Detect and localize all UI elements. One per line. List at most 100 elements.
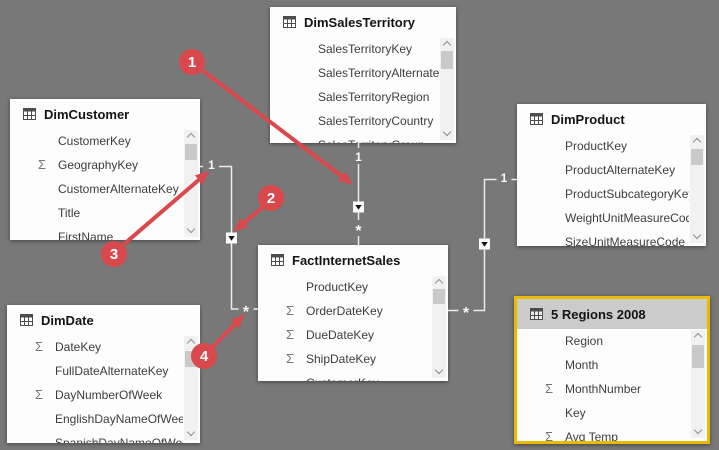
field-row[interactable]: ΣWeightUnitMeasureCode (565, 211, 689, 225)
cardinality-one-label: 1 (501, 171, 508, 185)
scroll-thumb[interactable] (441, 51, 453, 69)
field-row[interactable]: ΣProductKey (565, 139, 628, 153)
sigma-icon: Σ (286, 303, 295, 318)
table-dimsalesterritory[interactable]: DimSalesTerritory ΣSalesTerritoryKey ΣSa… (270, 7, 456, 143)
relationship-dimproduct-factinternetsales[interactable]: 1 * (448, 169, 517, 323)
scroll-thumb[interactable] (433, 289, 445, 304)
field-row[interactable]: ΣSalesTerritoryKey (318, 42, 413, 56)
table-factinternetsales[interactable]: FactInternetSales ΣProductKey ΣOrderDate… (258, 245, 448, 381)
scroll-down-icon[interactable] (432, 365, 446, 378)
vertical-scrollbar[interactable] (184, 130, 198, 237)
sigma-icon: Σ (38, 157, 47, 172)
table-icon (283, 16, 296, 28)
field-row[interactable]: ΣTitle (58, 206, 81, 220)
annotation-number: 4 (200, 348, 209, 365)
field-row[interactable]: ΣRegion (565, 334, 604, 348)
sigma-icon: Σ (286, 327, 295, 342)
table-header[interactable]: DimSalesTerritory (270, 7, 456, 37)
annotation-number: 1 (188, 54, 196, 71)
field-row[interactable]: ΣCustomerKey (258, 371, 431, 381)
vertical-scrollbar[interactable] (184, 336, 198, 440)
scroll-up-icon[interactable] (440, 38, 454, 50)
sigma-icon: Σ (35, 339, 44, 354)
field-row[interactable]: ΣSalesTerritoryCountry (318, 114, 434, 128)
table-header[interactable]: DimDate (7, 305, 200, 335)
field-row[interactable]: ΣFullDateAlternateKey (55, 364, 169, 378)
scroll-up-icon[interactable] (184, 336, 198, 348)
scroll-down-icon[interactable] (440, 127, 454, 140)
table-header[interactable]: DimCustomer (10, 99, 200, 129)
table-title: DimProduct (551, 111, 625, 127)
field-row[interactable]: ΣSalesTerritoryGroup (270, 133, 439, 143)
annotation-circle (258, 185, 284, 211)
vertical-scrollbar[interactable] (691, 330, 705, 438)
field-row[interactable]: ΣProductKey (306, 280, 369, 294)
cardinality-many-label: * (355, 223, 362, 240)
scroll-up-icon[interactable] (432, 276, 446, 288)
cardinality-one-label: 1 (208, 158, 215, 172)
scroll-up-icon[interactable] (184, 130, 198, 142)
table-header[interactable]: DimProduct (517, 104, 706, 134)
field-row[interactable]: ΣCustomerKey (58, 134, 131, 148)
scroll-thumb[interactable] (185, 144, 197, 160)
table-title: DimSalesTerritory (304, 14, 416, 30)
vertical-scrollbar[interactable] (690, 135, 704, 243)
cardinality-many-label: * (243, 304, 250, 321)
sigma-icon: Σ (35, 387, 44, 402)
field-row[interactable]: ΣCustomerAlternateKey (58, 182, 179, 196)
table-icon (23, 108, 36, 120)
scroll-down-icon[interactable] (184, 427, 198, 440)
scroll-thumb[interactable] (692, 345, 704, 368)
scroll-thumb[interactable] (691, 149, 703, 165)
annotation-circle (101, 241, 127, 267)
sigma-icon: Σ (545, 429, 554, 444)
filter-direction-arrow-icon (479, 238, 490, 250)
field-row[interactable]: ΣKey (565, 406, 586, 420)
scroll-down-icon[interactable] (184, 224, 198, 237)
vertical-scrollbar[interactable] (440, 38, 454, 140)
field-row[interactable]: ΣSpanishDayNameOfWeek (55, 436, 183, 443)
cardinality-many-label: * (463, 305, 470, 322)
scroll-thumb[interactable] (185, 351, 197, 367)
field-row[interactable]: ΣSalesTerritoryRegion (318, 90, 430, 104)
relationship-dimsalesterritory-factinternetsales[interactable]: 1 * (350, 143, 367, 245)
table-icon (530, 308, 543, 320)
field-row[interactable]: ΣFirstName (58, 230, 114, 240)
field-row[interactable]: ΣEnglishDayNameOfWeek (55, 412, 183, 426)
table-header[interactable]: FactInternetSales (258, 245, 448, 275)
relationship-dimcustomer-factinternetsales[interactable]: 1 * (200, 157, 258, 322)
table-title: FactInternetSales (292, 252, 401, 268)
annotation-circle (179, 49, 205, 75)
table-title: DimCustomer (44, 106, 130, 122)
vertical-scrollbar[interactable] (432, 276, 446, 378)
field-row[interactable]: ΣSizeUnitMeasureCode (565, 235, 686, 246)
table-icon (20, 314, 33, 326)
table-icon (271, 254, 284, 266)
field-row[interactable]: ΣSalesTerritoryAlternateKey (318, 66, 439, 80)
scroll-down-icon[interactable] (691, 425, 705, 438)
field-row[interactable]: ΣProductSubcategoryKey (565, 187, 689, 201)
annotation-callout-2: 2 (233, 185, 284, 232)
table-dimproduct[interactable]: DimProduct ΣProductKey ΣProductAlternate… (517, 104, 706, 246)
scroll-up-icon[interactable] (690, 135, 704, 147)
scroll-down-icon[interactable] (690, 230, 704, 243)
scroll-up-icon[interactable] (691, 330, 705, 342)
table-title: 5 Regions 2008 (551, 306, 646, 322)
field-row[interactable]: ΣProductAlternateKey (565, 163, 676, 177)
table-header[interactable]: 5 Regions 2008 (517, 299, 707, 329)
annotation-number: 3 (110, 246, 118, 263)
sigma-icon: Σ (286, 351, 295, 366)
